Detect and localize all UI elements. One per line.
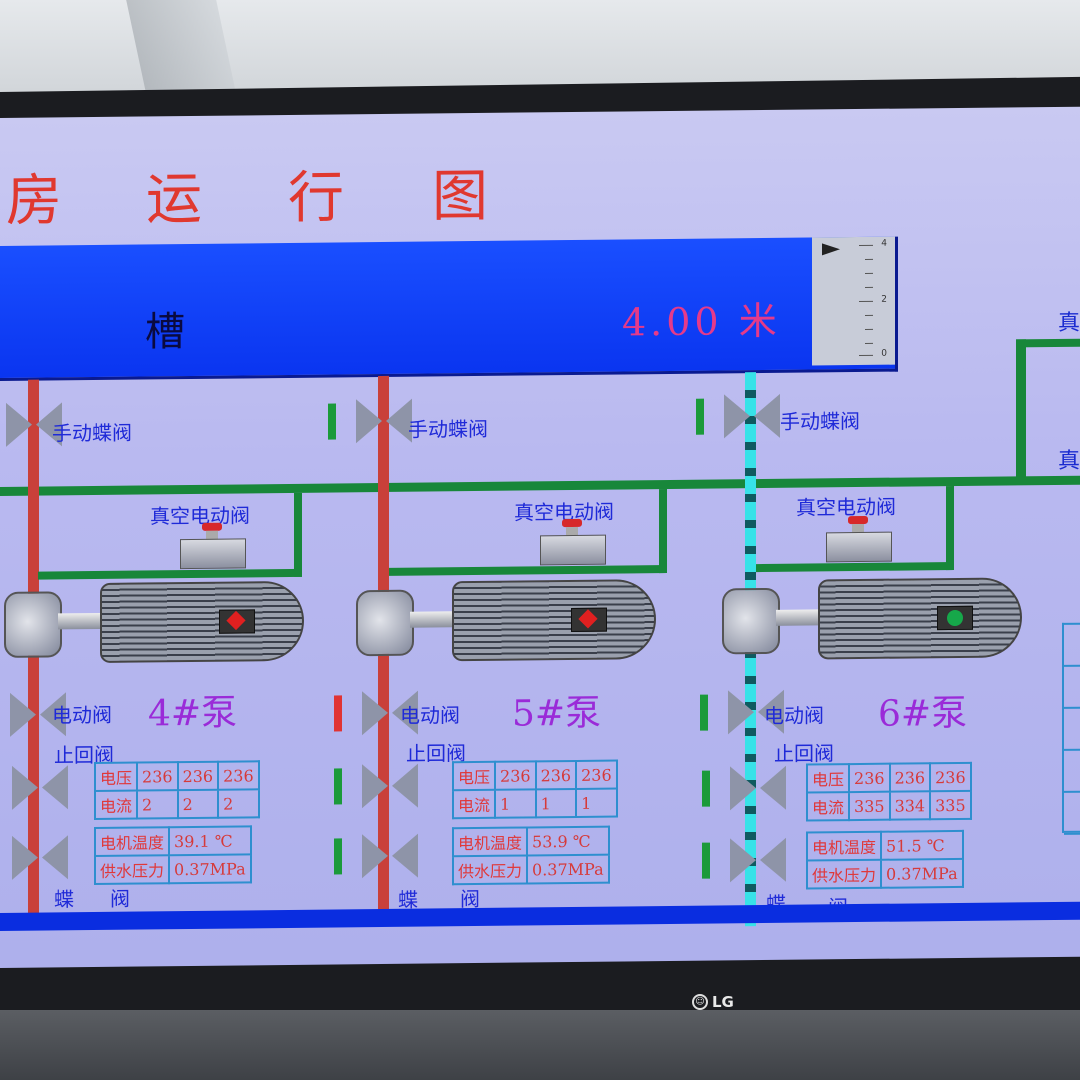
lg-logo-icon: ☺ [692,994,708,1010]
pipe-segment [1016,339,1026,482]
motor-temp-value: 39.1 ℃ [169,826,251,856]
motor-temp-value: 53.9 ℃ [527,826,609,856]
pump5-manual-butterfly-valve[interactable] [328,398,412,444]
pump4-motor[interactable] [4,580,304,663]
pressure-value: 0.37MPa [881,858,963,888]
pump5-check-valve[interactable] [334,763,418,809]
current-value: 334 [889,791,931,820]
voltage-label: 电压 [807,764,850,793]
title-char: 图 [432,163,488,230]
voltage-value: 236 [495,761,536,790]
pump4-status-light [219,609,255,634]
edge-label: 真 [1058,310,1080,336]
scada-screen: 房 运 行 图 槽 4.00 米 4 2 0 真 真 手动蝶阀 真空电动阀 [0,106,1080,969]
pump5-outlet-butterfly-valve[interactable] [334,833,418,879]
pump4-butterfly-label: 蝶 [54,887,74,912]
voltage-label: 电压 [95,762,138,792]
pump4-vacuum-electric-valve[interactable] [180,520,246,570]
motor-temp-label: 电机温度 [95,827,170,857]
current-value: 2 [177,789,219,819]
pump6-name: 6#泵 [878,692,968,735]
voltage-value: 236 [889,763,931,792]
current-value: 335 [849,791,890,821]
motor-temp-value: 51.5 ℃ [881,830,963,860]
current-label: 电流 [453,789,496,819]
gauge-tick-label: 0 [881,348,887,359]
pump5-name: 5#泵 [512,692,602,735]
pressure-label: 供水压力 [453,855,528,885]
pump4-electric-valve-label: 电动阀 [52,702,112,728]
monitor-brand-logo: ☺ LG [692,990,752,1014]
current-value: 1 [495,789,536,818]
voltage-value: 236 [535,760,577,790]
voltage-value: 236 [930,762,971,792]
tank-level-value: 4.00 米 [622,298,781,345]
pump5-status-light [571,607,607,633]
water-tank[interactable]: 槽 4.00 米 4 2 0 [0,236,898,381]
pressure-value: 0.37MPa [527,854,609,884]
level-gauge: 4 2 0 [812,236,895,366]
title-char: 房 [6,168,62,234]
title-char: 运 [146,166,202,233]
pump4-check-valve[interactable] [12,765,68,810]
bottom-status-bar [0,901,1080,931]
current-value: 1 [576,788,617,817]
voltage-value: 236 [218,761,259,790]
current-value: 335 [930,790,971,820]
pump6-manual-butterfly-valve[interactable] [696,393,780,439]
pump4-name: 4#泵 [148,692,238,735]
current-label: 电流 [95,790,138,820]
pump4-outlet-butterfly-valve[interactable] [12,835,68,880]
current-value: 2 [137,790,178,819]
current-label: 电流 [807,792,850,821]
title-char: 行 [288,165,344,231]
gauge-tick-label: 4 [881,238,887,249]
pump6-vacuum-electric-valve[interactable] [826,514,892,563]
voltage-value: 236 [177,761,219,791]
tank-label: 槽 [145,309,185,356]
offscreen-table [1062,622,1080,835]
pump5-vacuum-electric-valve[interactable] [540,517,606,566]
pump6-electric-valve-label: 电动阀 [764,703,824,728]
pump5-electric-valve-label: 电动阀 [400,703,460,728]
motor-temp-label: 电机温度 [453,827,528,857]
gauge-tick-label: 2 [881,294,887,305]
gauge-pointer-icon [822,243,840,256]
pressure-label: 供水压力 [95,855,170,885]
edge-label: 真 [1058,448,1080,474]
voltage-value: 236 [576,760,617,789]
current-value: 2 [218,789,259,818]
pump6-outlet-butterfly-valve[interactable] [702,837,786,883]
pump5-motor[interactable] [356,579,656,662]
monitor-brand-text: LG [712,993,734,1011]
pressure-value: 0.37MPa [169,854,251,884]
voltage-value: 236 [137,762,178,791]
current-value: 1 [535,788,577,818]
pump4-butterfly-label: 阀 [110,886,130,911]
pump6-motor[interactable] [722,577,1022,660]
pipe-segment [1016,338,1080,348]
desk-surface [0,1010,1080,1080]
voltage-label: 电压 [453,761,496,791]
pump6-status-light [937,605,973,631]
voltage-value: 236 [849,763,890,793]
pressure-label: 供水压力 [807,859,882,889]
pump4-manual-valve-label: 手动蝶阀 [52,420,132,446]
pump6-check-valve[interactable] [702,765,786,811]
pump5-manual-valve-label: 手动蝶阀 [408,416,488,442]
motor-temp-label: 电机温度 [807,831,882,861]
pump6-manual-valve-label: 手动蝶阀 [780,408,860,434]
